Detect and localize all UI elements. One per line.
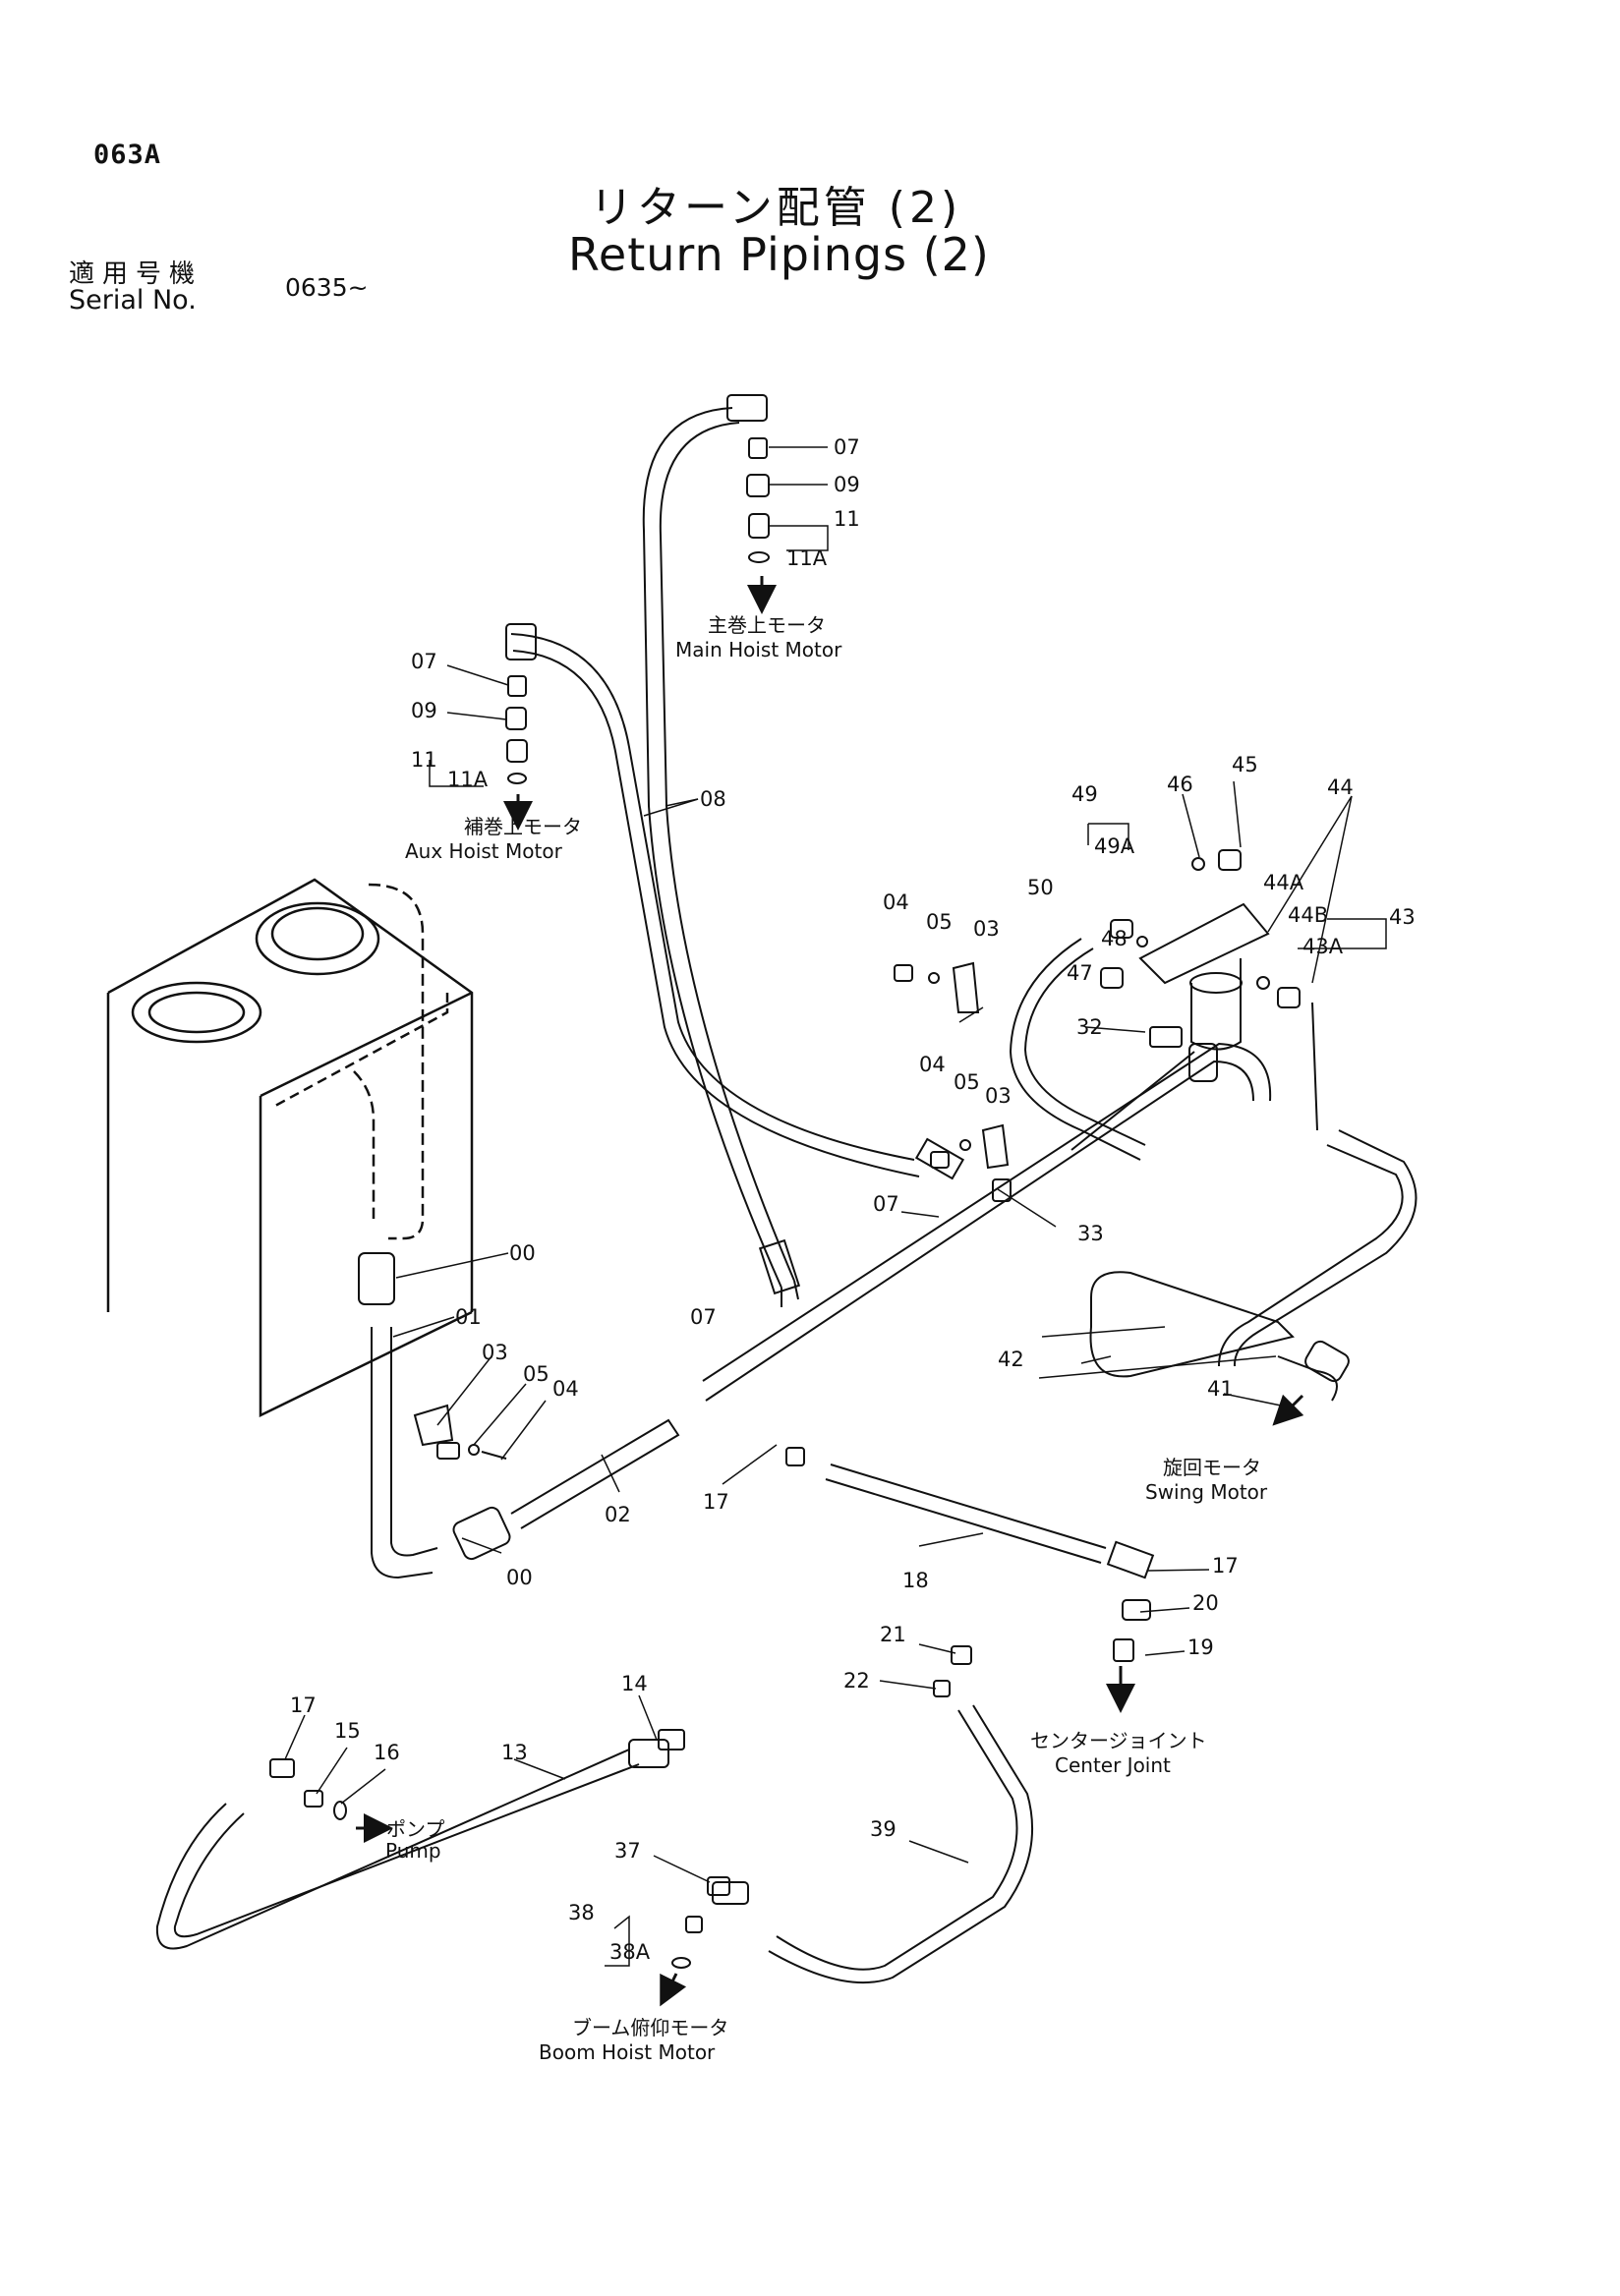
part-label: 37 — [614, 1839, 641, 1863]
part-label: 43 — [1389, 905, 1416, 929]
boom-hoist-motor-label: Boom Hoist Motor — [539, 2040, 716, 2064]
destination-labels: 主巻上モータ Main Hoist Motor 補巻上モータ Aux Hoist… — [385, 613, 1268, 2064]
part-label: 07 — [690, 1305, 717, 1329]
return-line-assembly — [702, 902, 1418, 1402]
pump-label-ja: ポンプ — [386, 1817, 444, 1841]
part-label: 09 — [834, 473, 860, 496]
serial-label-japanese: 適用号機 — [69, 259, 203, 289]
part-label: 32 — [1076, 1015, 1103, 1039]
part-label: 38A — [609, 1940, 651, 1964]
part-label: 43A — [1302, 935, 1344, 958]
part-label: 00 — [506, 1566, 533, 1589]
main-hoist-motor-label: Main Hoist Motor — [675, 638, 842, 661]
part-label: 03 — [482, 1341, 508, 1364]
part-label: 20 — [1192, 1591, 1219, 1615]
part-label: 48 — [1101, 927, 1128, 950]
serial-number-value: 0635~ — [285, 273, 369, 302]
tank-outlet-piping — [358, 1252, 680, 1579]
part-label: 11 — [411, 748, 437, 772]
part-label: 39 — [870, 1817, 897, 1841]
pump-label: Pump — [385, 1839, 441, 1863]
swing-motor-label: Swing Motor — [1145, 1480, 1268, 1504]
part-label: 07 — [873, 1192, 899, 1216]
aux-hoist-motor-label: Aux Hoist Motor — [405, 839, 563, 863]
part-label: 38 — [568, 1901, 595, 1924]
part-number-labels: 07 09 11 11A 07 09 11 11A 08 49 49A 46 4… — [290, 435, 1416, 1964]
part-label: 44 — [1327, 775, 1354, 799]
hydraulic-tank — [106, 878, 474, 1418]
page-title-english: Return Pipings (2) — [568, 228, 990, 281]
part-label: 04 — [919, 1053, 946, 1076]
part-label: 13 — [501, 1741, 528, 1764]
part-label: 07 — [411, 650, 437, 673]
part-label: 16 — [374, 1741, 400, 1764]
part-label: 21 — [880, 1623, 906, 1646]
hose-08 — [505, 394, 965, 1307]
part-label: 47 — [1067, 961, 1093, 985]
part-label: 03 — [985, 1084, 1012, 1108]
part-label: 05 — [926, 910, 953, 934]
center-joint-label: Center Joint — [1055, 1753, 1171, 1777]
part-label: 49 — [1071, 782, 1098, 806]
part-label: 41 — [1207, 1377, 1234, 1401]
main-hoist-fittings — [746, 437, 777, 614]
page-title-japanese: リターン配管 (2) — [590, 183, 962, 233]
part-label: 45 — [1232, 753, 1258, 776]
boom-hoist-motor-label-ja: ブーム俯仰モータ — [572, 2016, 728, 2039]
part-label: 14 — [621, 1672, 648, 1695]
part-label: 46 — [1167, 773, 1193, 796]
leader-lines — [284, 446, 1387, 1967]
part-label: 15 — [334, 1719, 361, 1743]
part-label: 05 — [954, 1070, 980, 1094]
aux-hoist-fittings — [503, 675, 533, 831]
part-label: 19 — [1187, 1636, 1214, 1659]
page-code: 063A — [93, 140, 162, 170]
part-label: 22 — [843, 1669, 870, 1693]
part-label: 11A — [786, 546, 828, 570]
serial-label-english: Serial No. — [69, 285, 197, 316]
part-label: 07 — [834, 435, 860, 459]
part-label: 17 — [703, 1490, 729, 1514]
part-label: 09 — [411, 699, 437, 722]
swing-motor-label-ja: 旋回モータ — [1163, 1456, 1261, 1479]
part-label: 01 — [455, 1305, 482, 1329]
part-label: 04 — [883, 890, 909, 914]
part-label: 49A — [1094, 834, 1135, 858]
part-label: 11A — [447, 768, 489, 791]
part-label: 04 — [552, 1377, 579, 1401]
main-hoist-motor-label-ja: 主巻上モータ — [708, 613, 826, 637]
part-label: 00 — [509, 1241, 536, 1265]
part-label: 02 — [605, 1503, 631, 1526]
lower-hoses — [155, 1464, 1155, 1984]
part-label: 11 — [834, 507, 860, 531]
part-label: 44B — [1288, 903, 1328, 927]
part-label: 18 — [902, 1569, 929, 1592]
part-label: 08 — [700, 787, 726, 811]
part-label: 03 — [973, 917, 1000, 941]
part-label: 17 — [290, 1693, 317, 1717]
part-label: 50 — [1027, 876, 1054, 899]
aux-hoist-motor-label-ja: 補巻上モータ — [464, 815, 582, 838]
part-label: 33 — [1077, 1222, 1104, 1245]
center-joint-label-ja: センタージョイント — [1030, 1729, 1207, 1752]
part-label: 05 — [523, 1362, 550, 1386]
part-label: 17 — [1212, 1554, 1239, 1578]
part-label: 44A — [1263, 871, 1304, 894]
part-label: 42 — [998, 1348, 1024, 1371]
